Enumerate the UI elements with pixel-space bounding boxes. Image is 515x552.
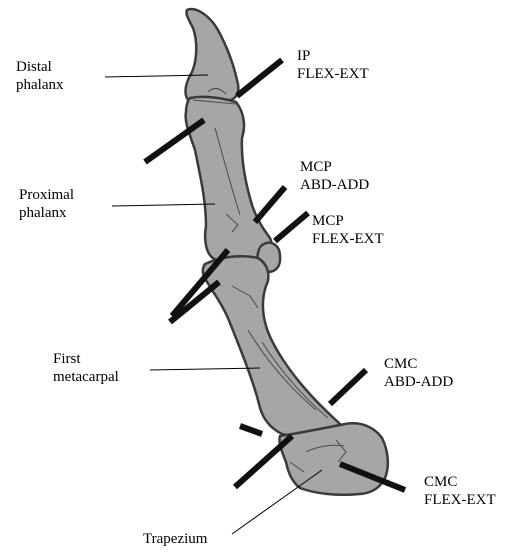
label-mcp-abd-add: MCP ABD-ADD — [300, 158, 369, 194]
mcp-abd-add-axis — [255, 187, 285, 222]
proximal-phalanx-leader — [112, 204, 215, 206]
label-distal-phalanx: Distal phalanx — [16, 58, 63, 94]
label-mcp-abd-add-line2: ABD-ADD — [300, 176, 369, 194]
label-trapezium: Trapezium — [143, 530, 207, 548]
trapezium-bone — [279, 423, 387, 494]
cmc-abd-add-axis-tail — [240, 426, 262, 434]
label-cmc-flex-ext-line2: FLEX-EXT — [424, 491, 496, 509]
label-ip-flex-ext-line1: IP — [297, 47, 369, 65]
label-proximal-phalanx-line2: phalanx — [19, 204, 74, 222]
label-mcp-flex-ext-line1: MCP — [312, 212, 384, 230]
label-first-metacarpal: First metacarpal — [53, 350, 119, 386]
label-cmc-abd-add-line2: ABD-ADD — [384, 373, 453, 391]
first-metacarpal-bone — [203, 256, 343, 439]
label-distal-phalanx-line1: Distal — [16, 58, 63, 76]
label-cmc-abd-add: CMC ABD-ADD — [384, 355, 453, 391]
label-first-metacarpal-line1: First — [53, 350, 119, 368]
label-mcp-flex-ext: MCP FLEX-EXT — [312, 212, 384, 248]
first-metacarpal-leader — [150, 368, 260, 370]
label-ip-flex-ext: IP FLEX-EXT — [297, 47, 369, 83]
distal-phalanx-bone — [185, 9, 238, 103]
label-cmc-abd-add-line1: CMC — [384, 355, 453, 373]
ip-flex-ext-axis — [237, 60, 282, 96]
label-cmc-flex-ext-line1: CMC — [424, 473, 496, 491]
label-trapezium-text: Trapezium — [143, 530, 207, 548]
label-first-metacarpal-line2: metacarpal — [53, 368, 119, 386]
cmc-abd-add-axis — [330, 370, 366, 404]
label-mcp-abd-add-line1: MCP — [300, 158, 369, 176]
label-ip-flex-ext-line2: FLEX-EXT — [297, 65, 369, 83]
label-cmc-flex-ext: CMC FLEX-EXT — [424, 473, 496, 509]
mcp-flex-ext-axis — [275, 213, 308, 241]
label-distal-phalanx-line2: phalanx — [16, 76, 63, 94]
label-mcp-flex-ext-line2: FLEX-EXT — [312, 230, 384, 248]
label-proximal-phalanx: Proximal phalanx — [19, 186, 74, 222]
cmc-flex-ext-axis — [235, 436, 292, 487]
label-proximal-phalanx-line1: Proximal — [19, 186, 74, 204]
